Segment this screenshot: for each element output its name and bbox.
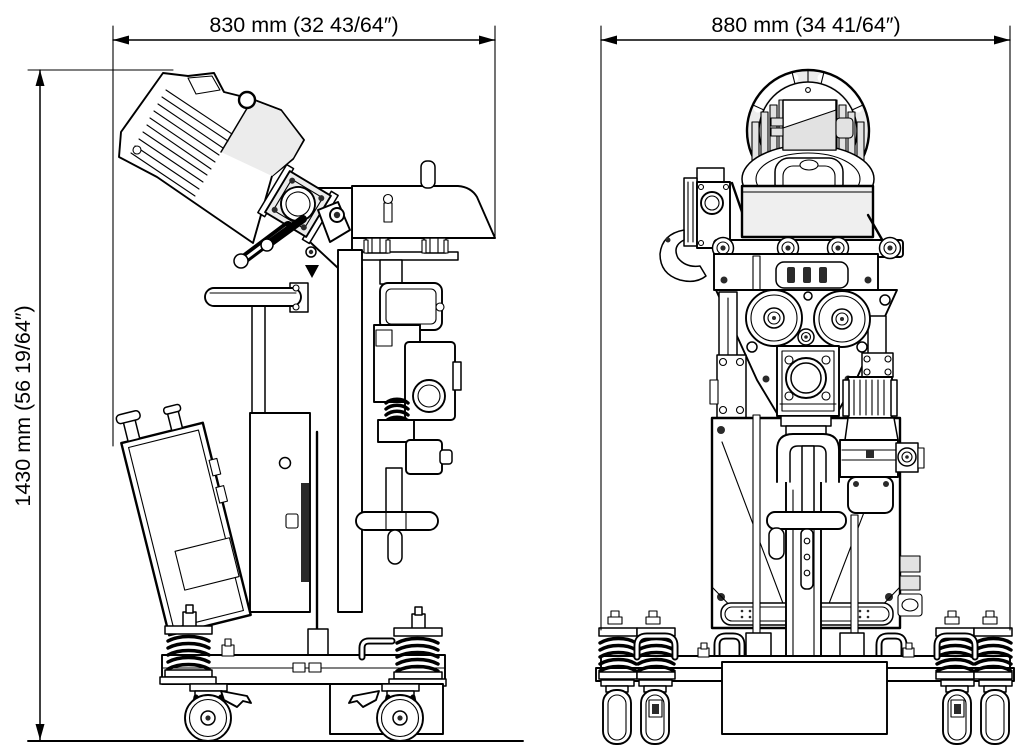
terminal-box xyxy=(187,75,221,95)
adjust-spring xyxy=(384,397,410,423)
chip-guard xyxy=(351,160,496,239)
clamp-levers xyxy=(233,215,307,269)
handwheel xyxy=(355,511,439,531)
caster-wheel xyxy=(184,683,252,742)
left-bracket xyxy=(709,291,747,419)
feed-roller xyxy=(813,290,871,348)
right-bracket xyxy=(861,315,894,378)
guide-roller xyxy=(878,236,902,260)
caster-wheel-front xyxy=(600,679,635,745)
mid-plate xyxy=(713,253,879,291)
base-center-box xyxy=(721,661,888,735)
side-base xyxy=(27,604,524,742)
dimension-label-height: 1430 mm (56 19/64″) xyxy=(11,305,35,506)
pipe-fitting xyxy=(421,237,449,254)
caster-wheel-front xyxy=(638,679,673,745)
front-base xyxy=(595,610,1015,745)
caster-wheel xyxy=(348,683,424,742)
lifting-eye xyxy=(237,90,257,110)
guard-pin xyxy=(420,160,436,189)
clamp-indicator xyxy=(305,265,319,278)
filler-cap xyxy=(162,403,184,432)
spindle-flange xyxy=(776,345,840,417)
handlebar xyxy=(204,282,309,313)
feed-gear-unit xyxy=(355,282,462,565)
junction-box xyxy=(770,99,854,151)
dimension-label-side-width: 830 mm (32 43/64″) xyxy=(209,13,398,37)
breather-cap xyxy=(115,409,141,443)
motor-flange xyxy=(257,163,339,245)
feed-roller xyxy=(745,289,803,347)
front-view xyxy=(595,68,1015,745)
caster-wheel-front xyxy=(978,679,1013,745)
side-view xyxy=(27,72,524,742)
drive-motor-side xyxy=(118,72,351,278)
dimension-side-width: 830 mm (32 43/64″) xyxy=(112,13,496,447)
spring-damper xyxy=(388,606,447,687)
top-plate xyxy=(740,184,875,239)
brake-lever xyxy=(348,690,380,708)
dimension-height: 1430 mm (56 19/64″) xyxy=(11,69,174,741)
column-panel xyxy=(249,412,311,613)
electrical-cabinet xyxy=(115,403,252,637)
clamp-handle-grip xyxy=(768,527,785,560)
feed-motor-unit xyxy=(839,376,925,514)
column xyxy=(249,249,363,656)
pipe-fitting xyxy=(363,237,391,254)
dimension-label-front-width: 880 mm (34 41/64″) xyxy=(711,13,900,37)
column-slot xyxy=(301,483,309,582)
spring-damper xyxy=(159,604,217,685)
lift-column xyxy=(766,415,847,665)
brake-lever xyxy=(220,690,252,708)
clamp-handle-bar xyxy=(766,511,847,530)
spring-damper xyxy=(973,610,1013,680)
caster-wheel-front xyxy=(940,679,975,745)
gearbox-housing xyxy=(659,229,707,283)
handwheel-grip xyxy=(387,529,403,565)
motor-fins xyxy=(130,89,233,197)
dimension-front-width: 880 mm (34 41/64″) xyxy=(600,13,1011,631)
cabinet-label xyxy=(174,537,240,591)
